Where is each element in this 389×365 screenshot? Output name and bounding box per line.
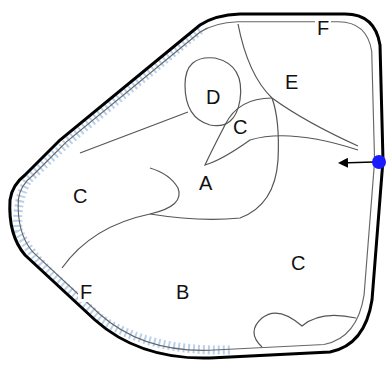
zone-label: F [315, 18, 331, 38]
zone-label: E [285, 72, 298, 92]
inner-boundary [18, 22, 374, 351]
zone-label: F [78, 282, 94, 302]
zone-label: A [199, 173, 212, 193]
inlet-dot [372, 155, 386, 169]
zone-label: D [206, 87, 220, 107]
zone-label: C [233, 117, 247, 137]
shore-shading [18, 30, 230, 350]
zone-label: C [291, 253, 305, 273]
outer-shoreline [10, 14, 383, 358]
zone-label: B [176, 282, 189, 302]
zone-label: C [73, 186, 87, 206]
zone-boundaries [62, 24, 358, 347]
inflow-arrow [340, 162, 374, 163]
